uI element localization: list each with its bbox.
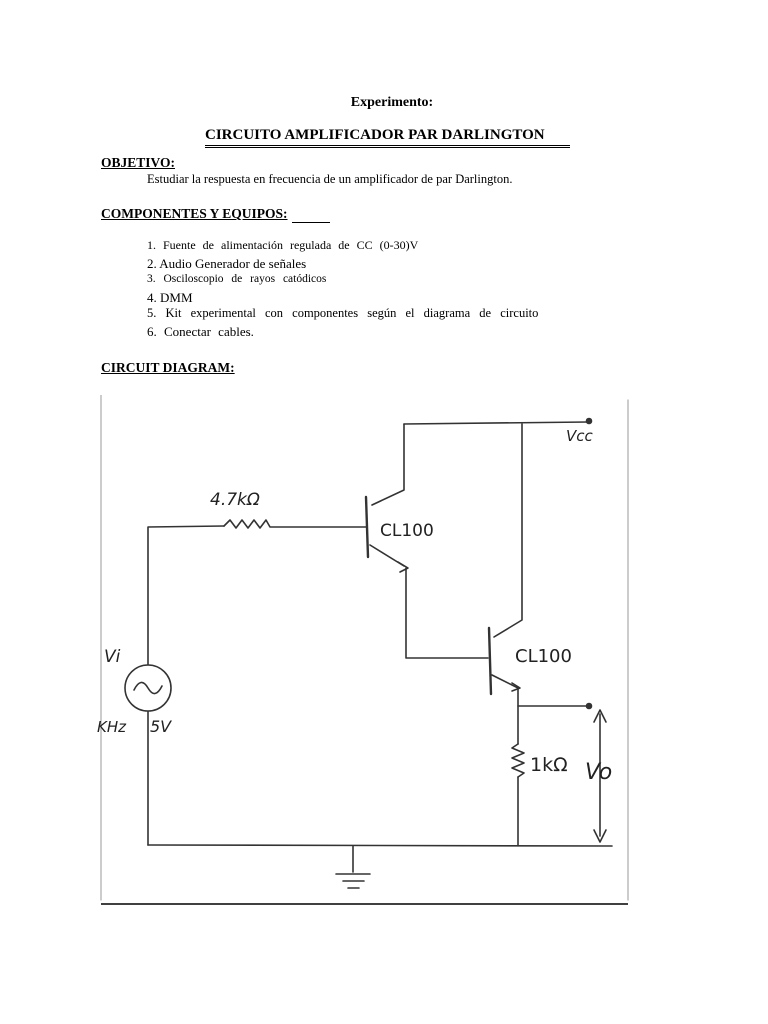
q2-emitter-wire: [491, 674, 519, 689]
amplitude-label: 5V: [150, 717, 172, 736]
q2-collector-wire: [493, 423, 523, 638]
components-heading: COMPONENTES Y EQUIPOS:: [101, 206, 288, 221]
title-underline-double: [205, 147, 570, 148]
base-resistor-label: 4.7kΩ: [210, 490, 260, 510]
component-item-6: 6. Conectar cables.: [147, 324, 254, 339]
component-item-4: 4. DMM: [147, 290, 193, 305]
load-resistor: [511, 743, 525, 778]
title-underline: [205, 145, 570, 146]
experiment-label: Experimento:: [350, 95, 434, 110]
vi-label: Vi: [104, 647, 121, 667]
vo-arrow-down: [593, 829, 607, 843]
objective-heading: OBJETIVO:: [101, 155, 175, 170]
circuit-diagram: Vcc 4.7kΩ CL100 CL100 Vi KHz 5V 1kΩ Vo: [97, 395, 629, 905]
input-wire: [147, 525, 225, 846]
vcc-terminal: [585, 417, 593, 425]
q2-emitter-arrow: [511, 682, 521, 692]
q1-emitter-arrow: [397, 561, 409, 573]
ground-rail-wire: [147, 844, 613, 847]
document-title: CIRCUITO AMPLIFICADOR PAR DARLINGTON: [205, 127, 545, 143]
q1-label: CL100: [380, 521, 434, 541]
base-resistor: [223, 519, 367, 529]
q1-to-q2-wire: [405, 567, 489, 659]
q2-base-bar: [487, 626, 493, 696]
output-voltage-label: Vo: [585, 760, 612, 785]
vo-arrow-up: [593, 709, 607, 723]
component-item-5: 5. Kit experimental con componentes segú…: [147, 306, 539, 320]
output-terminal: [585, 702, 593, 710]
component-item-3: 3. Osciloscopio de rayos catódicos: [147, 273, 327, 285]
component-item-1: 1. Fuente de alimentación regulada de CC…: [147, 238, 419, 252]
components-heading-underline-extension: [292, 222, 330, 223]
vcc-rail-wire: [403, 421, 589, 425]
q1-base-bar: [364, 495, 370, 559]
component-item-2: 2. Audio Generador de señales: [147, 256, 307, 271]
circuit-diagram-heading: CIRCUIT DIAGRAM:: [101, 360, 235, 375]
load-resistor-label: 1kΩ: [530, 754, 568, 776]
vcc-label: Vcc: [566, 427, 594, 445]
q2-label: CL100: [515, 646, 572, 667]
frequency-label: KHz: [97, 718, 127, 736]
objective-text: Estudiar la respuesta en frecuencia de u…: [147, 172, 513, 186]
q1-collector-wire: [371, 423, 405, 506]
sine-wave-icon: [133, 681, 163, 695]
